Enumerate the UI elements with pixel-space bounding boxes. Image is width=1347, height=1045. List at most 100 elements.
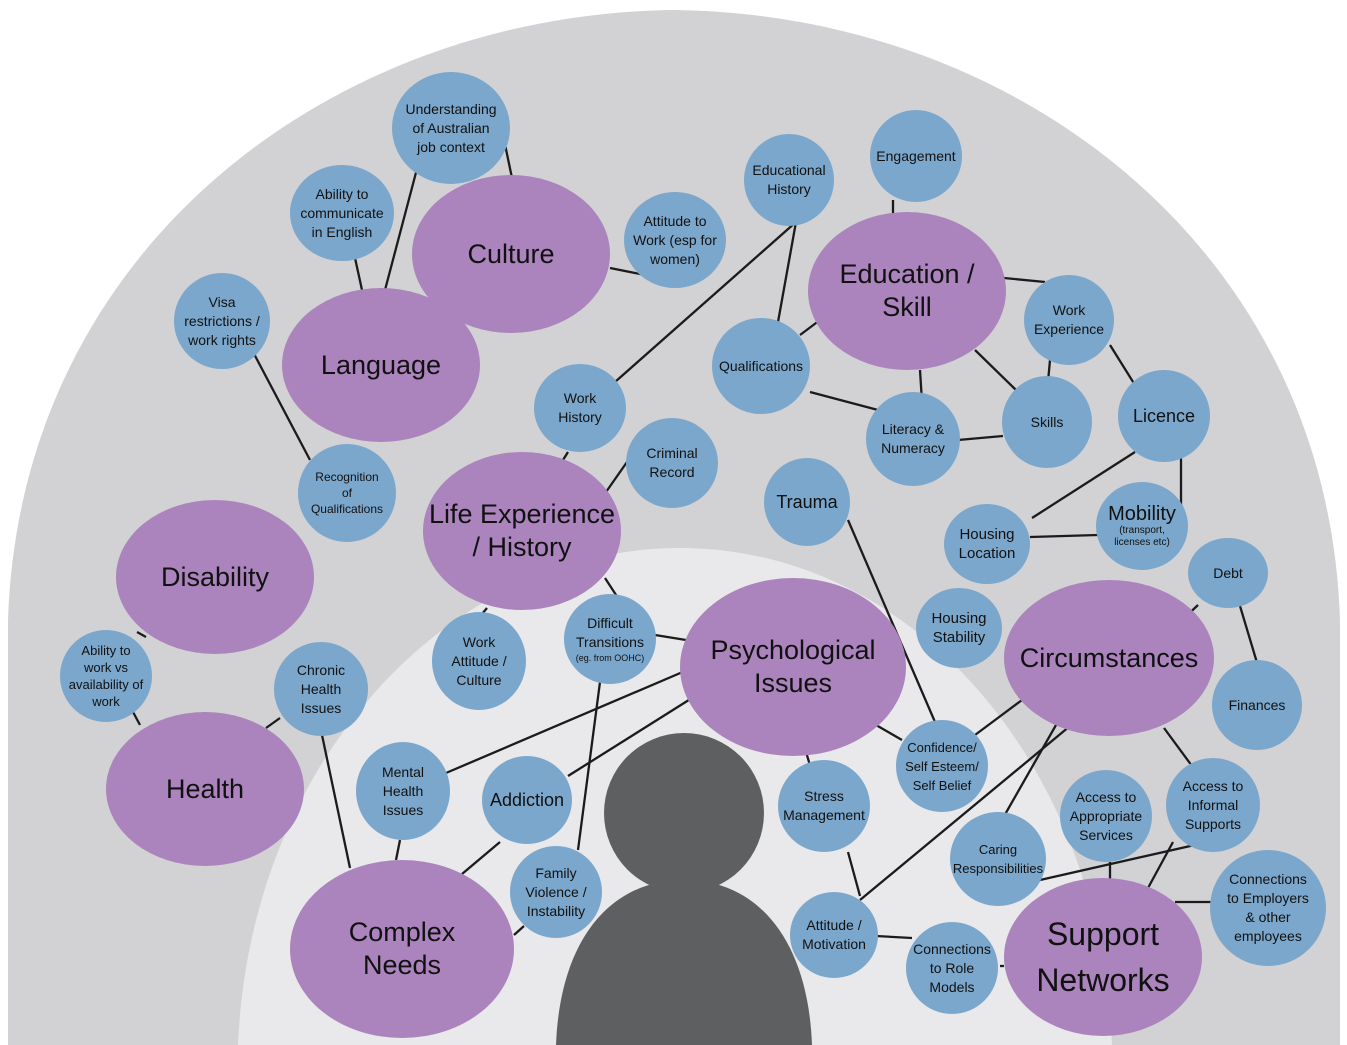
label-visa-restrictions: Visa restrictions / work rights — [184, 293, 260, 348]
label-recognition-qualifications: Recognition of Qualifications — [310, 470, 384, 516]
label-access-services: Access to Appropriate Services — [1069, 788, 1143, 843]
node-mobility: Mobility (transport, licenses etc) — [1096, 482, 1188, 570]
label-complex-needs: Complex Needs — [348, 917, 456, 980]
label-licence: Licence — [1132, 405, 1196, 426]
connector-line — [1003, 276, 1046, 284]
connector-line — [846, 519, 937, 723]
label-communicate-english: Ability to communicate in English — [300, 185, 384, 240]
node-attitude-to-work: Attitude to Work (esp for women) — [624, 192, 726, 288]
node-work-vs-availability: Ability to work vs availability of work — [60, 630, 152, 722]
node-communicate-english: Ability to communicate in English — [290, 165, 394, 261]
label-difficult-transitions-note: (eg. from OOHC) — [575, 653, 645, 663]
connector-line — [957, 434, 1004, 442]
node-caring-responsibilities: Caring Responsibilities — [950, 812, 1046, 906]
node-licence: Licence — [1118, 370, 1210, 462]
label-disability: Disability — [160, 561, 270, 592]
connector-line — [250, 349, 312, 461]
label-trauma: Trauma — [776, 491, 838, 512]
node-engagement: Engagement — [870, 110, 962, 202]
node-criminal-record: Criminal Record — [626, 418, 718, 508]
label-literacy-numeracy: Literacy & Numeracy — [881, 421, 945, 456]
node-complex-needs: Complex Needs — [290, 860, 514, 1038]
node-debt: Debt — [1188, 538, 1268, 608]
label-criminal-record: Criminal Record — [646, 445, 698, 480]
connector-line — [846, 851, 862, 897]
label-caring-responsibilities: Caring Responsibilities — [952, 842, 1044, 876]
node-confidence: Confidence/ Self Esteem/ Self Belief — [896, 720, 988, 812]
connector-line — [576, 681, 602, 851]
connector-line — [136, 630, 147, 639]
node-education-skill: Education / Skill — [808, 212, 1006, 370]
node-role-models: Connections to Role Models — [906, 922, 998, 1014]
node-work-attitude-culture: Work Attitude / Culture — [432, 612, 526, 710]
label-attitude-motivation: Attitude / Motivation — [802, 917, 866, 952]
connector-line — [1109, 344, 1136, 386]
node-circumstances: Circumstances — [1004, 580, 1214, 736]
node-health: Health — [106, 712, 304, 866]
label-engagement: Engagement — [876, 147, 956, 164]
node-access-informal: Access to Informal Supports — [1166, 758, 1260, 852]
label-mobility-note: (transport, licenses etc) — [1114, 525, 1170, 548]
label-family-violence: Family Violence / Instability — [525, 864, 587, 919]
connector-line — [383, 164, 420, 291]
label-psychological-issues: Psychological Issues — [710, 635, 876, 698]
node-psychological-issues: Psychological Issues — [680, 578, 906, 756]
connector-line — [353, 257, 364, 291]
person-head — [604, 733, 764, 893]
connector-line — [1163, 727, 1193, 767]
node-recognition-qualifications: Recognition of Qualifications — [298, 444, 396, 542]
connector-line — [974, 349, 1017, 391]
node-support-networks: Support Networks — [1004, 878, 1202, 1036]
connector-line — [1238, 605, 1260, 667]
node-employer-connections: Connections to Employers & other employe… — [1210, 850, 1326, 966]
label-housing-stability: Housing Stability — [931, 610, 987, 646]
connector-line — [513, 925, 525, 936]
node-difficult-transitions: Difficult Transitions (eg. from OOHC) — [564, 594, 656, 684]
node-visa-restrictions: Visa restrictions / work rights — [174, 273, 270, 369]
node-stress-management: Stress Management — [778, 760, 870, 852]
label-circumstances: Circumstances — [1019, 642, 1199, 673]
node-chronic-health: Chronic Health Issues — [274, 642, 368, 736]
label-life-experience: Life Experience / History — [428, 499, 616, 562]
connector-line — [1146, 841, 1175, 889]
connector-line — [974, 699, 1023, 736]
label-australian-job-context: Understanding of Australian job context — [405, 100, 497, 155]
label-culture: Culture — [467, 238, 555, 269]
label-work-vs-availability: Ability to work vs availability of work — [68, 643, 144, 709]
node-australian-job-context: Understanding of Australian job context — [392, 72, 510, 184]
node-attitude-motivation: Attitude / Motivation — [790, 892, 878, 978]
label-finances: Finances — [1228, 696, 1286, 713]
label-employer-connections: Connections to Employers & other employe… — [1227, 871, 1309, 944]
connector-line — [875, 934, 913, 940]
label-educational-history: Educational History — [752, 162, 826, 197]
node-work-experience: Work Experience — [1024, 275, 1114, 365]
connector-line — [1031, 451, 1136, 519]
node-housing-location: Housing Location — [944, 504, 1030, 584]
connector-line — [614, 221, 797, 383]
label-confidence: Confidence/ Self Esteem/ Self Belief — [905, 739, 979, 793]
label-mobility: Mobility — [1108, 503, 1176, 525]
label-health: Health — [165, 773, 245, 804]
person-body — [556, 880, 812, 1045]
label-access-informal: Access to Informal Supports — [1182, 777, 1244, 832]
label-skills: Skills — [1030, 413, 1064, 430]
label-addiction: Addiction — [489, 789, 565, 810]
label-support-networks: Support Networks — [1036, 916, 1170, 998]
connector-line — [1029, 533, 1099, 539]
label-work-experience: Work Experience — [1033, 302, 1105, 337]
node-literacy-numeracy: Literacy & Numeracy — [866, 392, 960, 486]
label-language: Language — [320, 349, 442, 380]
label-role-models: Connections to Role Models — [913, 940, 991, 995]
connector-line — [445, 666, 693, 775]
label-chronic-health: Chronic Health Issues — [296, 661, 346, 716]
node-mental-health: Mental Health Issues — [356, 742, 450, 840]
node-trauma: Trauma — [764, 458, 850, 546]
node-language: Language — [282, 288, 480, 442]
label-qualifications: Qualifications — [718, 357, 804, 374]
node-life-experience: Life Experience / History — [423, 452, 621, 610]
connector-line — [1002, 717, 1061, 819]
connector-line — [394, 839, 402, 861]
connector-line — [320, 734, 352, 869]
label-work-attitude-culture: Work Attitude / Culture — [451, 633, 507, 688]
node-educational-history: Educational History — [744, 134, 834, 226]
